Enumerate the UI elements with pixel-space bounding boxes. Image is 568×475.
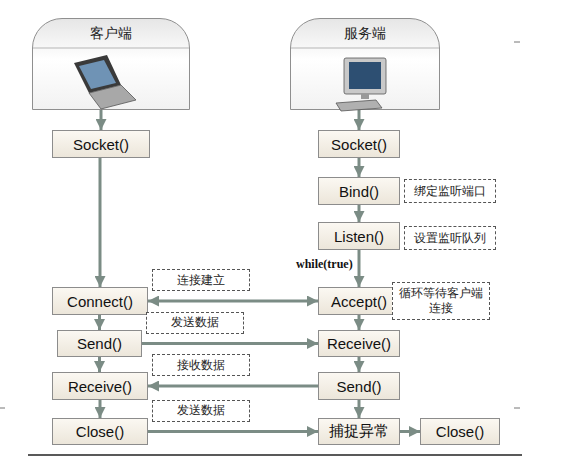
node-text: Accept(): [331, 293, 387, 310]
function-box: Send(): [318, 372, 400, 400]
node-text: Listen(): [334, 228, 384, 245]
node-text: Bind(): [339, 183, 379, 200]
function-box: Close(): [52, 418, 148, 445]
node-text: Receive(): [68, 378, 132, 395]
node-text: Send(): [336, 378, 381, 395]
node-text: 设置监听队列: [414, 231, 486, 246]
function-box: Send(): [57, 330, 142, 357]
function-box: Accept(): [318, 287, 400, 315]
flow-arrow: [358, 250, 361, 287]
edge-mark: [514, 42, 520, 43]
function-box: Socket(): [52, 130, 150, 158]
function-box: 捕捉异常: [318, 418, 400, 445]
annotation-box: 绑定监听端口: [404, 179, 496, 203]
message-label: 连接建立: [152, 269, 250, 291]
flow-arrow: [358, 158, 361, 177]
node-text: 捕捉异常: [329, 422, 389, 441]
flow-arrow: [148, 385, 318, 388]
endpoint-header: 客户端: [32, 18, 190, 110]
node-text: Connect(): [67, 293, 133, 310]
flow-arrow: [99, 400, 102, 418]
function-box: Bind(): [318, 177, 400, 205]
node-text: 绑定监听端口: [414, 184, 486, 199]
flow-arrow: [400, 430, 420, 433]
flow-arrow: [148, 300, 318, 303]
function-box: Receive(): [318, 330, 400, 357]
node-text: Close(): [436, 423, 484, 440]
node-text: 服务端: [344, 25, 386, 43]
message-label: 接收数据: [152, 354, 250, 376]
flow-arrow: [358, 205, 361, 222]
endpoint-header: 服务端: [290, 18, 440, 110]
bottom-rule: [28, 454, 522, 456]
node-text: 循环等待客户端连接: [396, 286, 486, 316]
function-box: Close(): [420, 418, 500, 445]
annotation-box: 设置监听队列: [404, 226, 496, 250]
flow-arrow: [358, 357, 361, 372]
flow-arrow: [142, 342, 318, 345]
edge-mark: [0, 408, 5, 409]
loop-label: while(true): [296, 257, 353, 272]
function-box: Listen(): [318, 222, 400, 250]
edge-mark: [514, 408, 520, 409]
node-text: Close(): [76, 423, 124, 440]
flow-arrow: [358, 315, 361, 330]
flow-arrow: [148, 430, 318, 433]
flow-arrow: [98, 315, 101, 330]
message-label: 发送数据: [152, 400, 250, 422]
flow-arrow: [100, 110, 103, 130]
flow-arrow: [358, 400, 361, 418]
node-text: 客户端: [90, 25, 132, 43]
function-box: Connect(): [52, 287, 148, 315]
message-label: 发送数据: [146, 312, 244, 334]
flow-arrow: [358, 110, 361, 130]
node-text: Socket(): [73, 136, 129, 153]
node-text: Socket(): [331, 136, 387, 153]
function-box: Socket(): [318, 130, 400, 158]
function-box: Receive(): [52, 372, 148, 400]
flow-arrow: [99, 158, 102, 287]
node-text: Receive(): [327, 335, 391, 352]
annotation-box: 循环等待客户端连接: [392, 282, 490, 320]
flow-arrow: [98, 357, 101, 372]
node-text: Send(): [77, 335, 122, 352]
